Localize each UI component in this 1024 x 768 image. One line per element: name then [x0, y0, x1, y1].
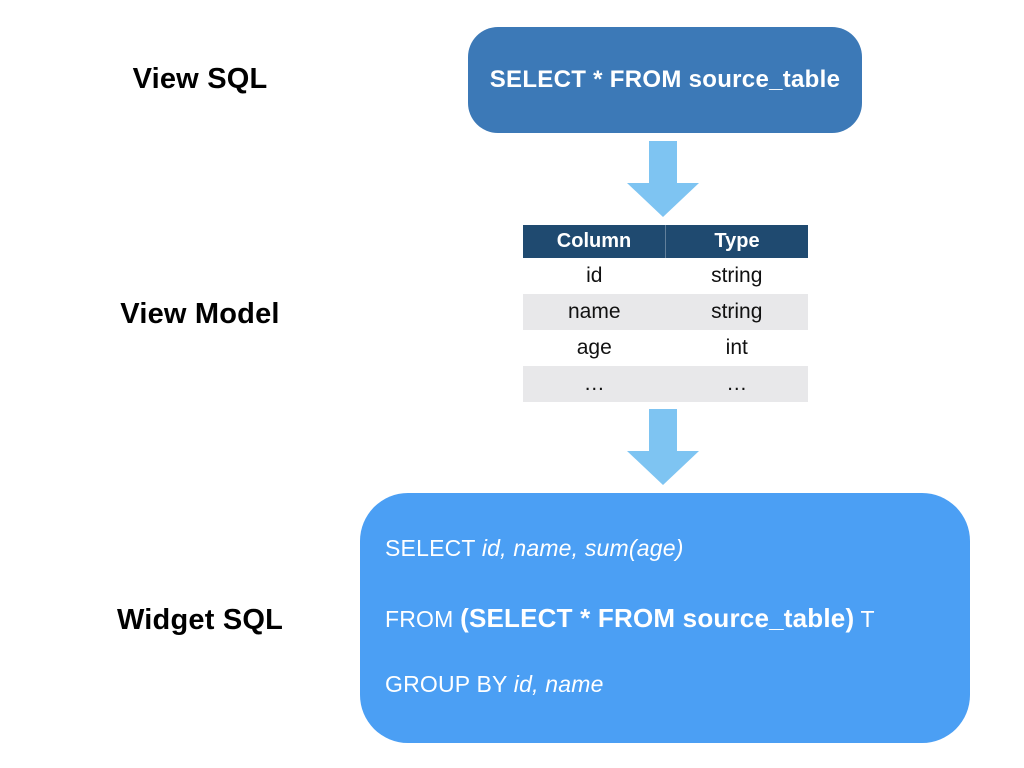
column-header-cell: Column [523, 225, 666, 258]
sql-keyword: FROM [385, 606, 461, 632]
table-header-row: Column Type [523, 225, 808, 258]
table-cell-column: id [586, 264, 603, 287]
table-cell-column: … [523, 366, 666, 402]
type-header-cell: Type [665, 225, 808, 258]
view-sql-label: View SQL [132, 63, 268, 95]
view-model-table: Column Type id string name string age in… [523, 225, 808, 402]
down-arrow-icon [627, 409, 699, 485]
table-cell-column: name [523, 294, 666, 330]
table-cell-type: string [665, 294, 808, 330]
sql-columns: id, name [513, 671, 604, 697]
table-row: name string [523, 294, 808, 330]
table-cell-type: … [665, 366, 808, 402]
sql-keyword: SELECT [385, 535, 482, 561]
table-cell-column: age [576, 336, 612, 359]
table-row: id string [523, 258, 808, 294]
down-arrow-icon [627, 141, 699, 217]
sql-columns: id, name, sum(age) [481, 535, 684, 561]
sql-keyword: GROUP BY [385, 671, 514, 697]
widget-sql-box: SELECT id, name, sum(age) FROM (SELECT *… [360, 493, 970, 743]
view-sql-box: SELECT * FROM source_table [468, 27, 862, 133]
widget-sql-label: Widget SQL [116, 604, 284, 636]
view-model-label: View Model [120, 298, 280, 330]
sql-line-select: SELECT id, name, sum(age) [385, 535, 950, 562]
table-cell-type: int [725, 336, 748, 359]
table-cell-type: string [711, 264, 763, 287]
sql-line-group-by: GROUP BY id, name [385, 671, 950, 698]
table-row: age int [523, 330, 808, 366]
sql-suffix: T [854, 606, 875, 632]
view-sql-query-text: SELECT * FROM source_table [489, 66, 841, 93]
table-row: … … [523, 366, 808, 402]
sql-line-from: FROM (SELECT * FROM source_table) T [385, 603, 950, 634]
sql-subquery: (SELECT * FROM source_table) [460, 603, 855, 633]
